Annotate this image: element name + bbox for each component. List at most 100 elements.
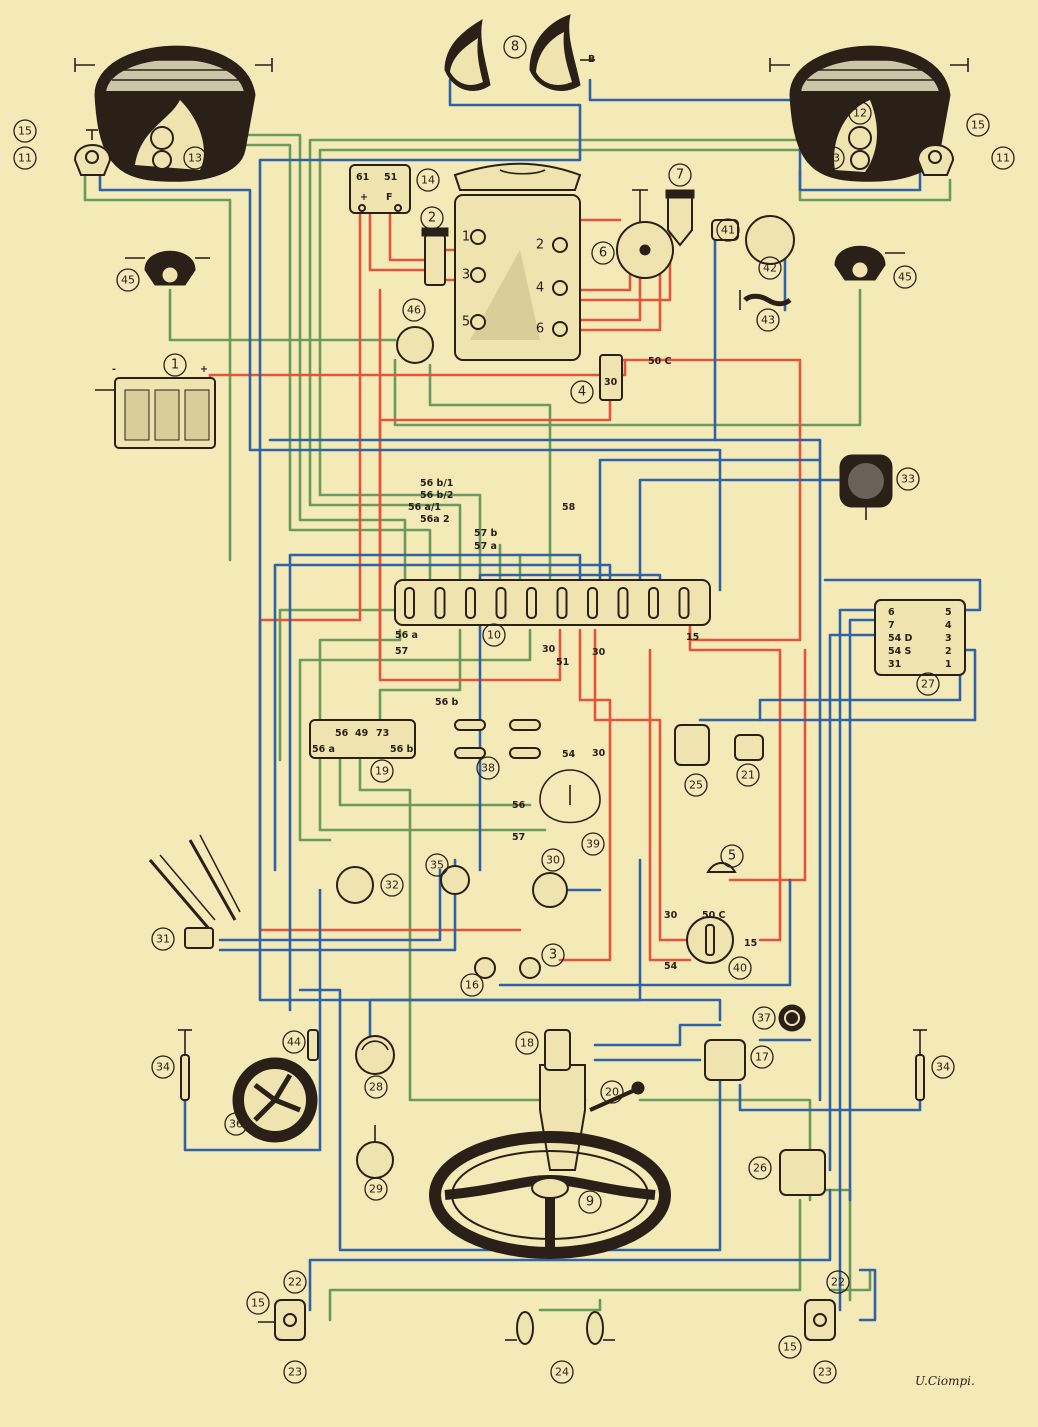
- f-30b-label: 30: [592, 647, 606, 658]
- ignition-coil: [665, 189, 695, 247]
- component-number-5: 5: [720, 844, 744, 868]
- component-number-12: 12: [123, 101, 147, 125]
- component-number-text: 13: [188, 152, 202, 165]
- oil-switch: [474, 957, 496, 979]
- component-number-34: 34: [151, 1055, 175, 1079]
- component-number-13: 13: [821, 146, 845, 170]
- fuse: [648, 587, 659, 619]
- component-number-text: 4: [536, 281, 544, 296]
- left-side-lamp: [73, 129, 112, 176]
- wire-green: [428, 363, 552, 592]
- component-number-text: 10: [487, 629, 501, 642]
- ignition-coil-relay: [421, 227, 449, 286]
- h-57b-label: 57 b: [474, 528, 498, 539]
- wire-blue: [823, 578, 982, 612]
- wire-green: [393, 288, 862, 427]
- t27-54d-label: 54 D: [888, 633, 913, 644]
- component-number-40: 40: [728, 956, 752, 980]
- component-number-text: 12: [128, 107, 142, 120]
- ignition-key-switch: [686, 916, 734, 964]
- component-number-1: 1: [163, 353, 187, 377]
- component-number-text: 42: [763, 262, 777, 275]
- component-number-31: 31: [151, 927, 175, 951]
- wire-green: [318, 628, 547, 832]
- wire-red: [558, 628, 612, 962]
- f-51-label: 51: [556, 657, 569, 668]
- t39-54-label: 54: [562, 749, 576, 760]
- component-number-text: 45: [121, 274, 135, 287]
- component-number-text: 6: [536, 322, 544, 337]
- component-number-text: 32: [385, 879, 399, 892]
- component-number-text: 9: [586, 1195, 594, 1210]
- t27-4-label: 4: [945, 620, 952, 631]
- starter-solenoid: [599, 354, 623, 401]
- component-number-13: 13: [183, 146, 207, 170]
- component-number-text: 2: [536, 238, 544, 253]
- light-switch: [309, 719, 416, 759]
- component-number-text: 14: [421, 174, 435, 187]
- component-number-15: 15: [966, 113, 990, 137]
- distributor: [616, 189, 674, 279]
- t14-f-label: F: [386, 192, 393, 203]
- wire-green: [158, 143, 432, 592]
- wire-green: [328, 1198, 802, 1322]
- wire-blue: [598, 458, 822, 592]
- component-number-18: 18: [515, 1031, 539, 1055]
- component-number-3: 3: [462, 268, 470, 283]
- component-number-text: 11: [996, 152, 1010, 165]
- t19-56-label: 56: [335, 728, 349, 739]
- right-courtesy-switch: [913, 1029, 927, 1101]
- author-signature: U.Ciompi.: [915, 1374, 975, 1388]
- component-number-text: 16: [465, 979, 479, 992]
- component-number-16: 16: [460, 973, 484, 997]
- component-number-4: 4: [536, 281, 544, 296]
- f-30a-label: 30: [542, 644, 556, 655]
- fuse: [495, 587, 507, 619]
- component-number-text: 13: [826, 152, 840, 165]
- component-number-25: 25: [684, 773, 708, 797]
- wire-red: [728, 648, 807, 882]
- dome-light: [356, 1125, 394, 1179]
- left-parking-lamp: [125, 250, 210, 286]
- wire-blue: [758, 663, 962, 722]
- speaker: [839, 454, 893, 520]
- t27-1-label: 1: [945, 659, 952, 670]
- t27-54s-label: 54 S: [888, 646, 912, 657]
- component-number-14: 14: [416, 168, 440, 192]
- component-number-text: 29: [369, 1183, 383, 1196]
- h-56a2-label: 56a 2: [420, 514, 450, 525]
- component-number-text: 22: [288, 1276, 302, 1289]
- component-number-15: 15: [246, 1291, 270, 1315]
- reverse-light-switch: [734, 734, 764, 761]
- component-number-20: 20: [600, 1080, 624, 1104]
- component-number-10: 10: [482, 623, 506, 647]
- license-plate-lamps: [505, 1311, 615, 1345]
- wire-blue: [368, 998, 722, 1042]
- component-number-text: 34: [936, 1061, 950, 1074]
- fuse: [526, 587, 537, 619]
- horns: [444, 14, 595, 91]
- component-number-text: 15: [971, 119, 985, 132]
- battery-plus-label: +: [200, 364, 208, 375]
- component-number-1: 1: [462, 230, 470, 245]
- h-56b1-label: 56 b/1: [420, 478, 453, 489]
- wire-blue: [838, 608, 882, 1312]
- wire-blue: [848, 618, 882, 1202]
- wire-blue: [218, 858, 457, 952]
- right-parking-lamp: [834, 245, 905, 281]
- component-number-text: 46: [407, 304, 421, 317]
- component-number-34: 34: [931, 1055, 955, 1079]
- component-number-35: 35: [425, 853, 449, 877]
- fuse: [434, 587, 446, 619]
- wire-red: [388, 198, 432, 262]
- t14-61-label: 61: [356, 172, 369, 183]
- component-number-39: 39: [581, 832, 605, 856]
- component-number-text: 18: [520, 1037, 534, 1050]
- component-number-3: 3: [541, 943, 565, 967]
- component-number-37: 37: [752, 1006, 776, 1030]
- t27-6-label: 6: [888, 607, 895, 618]
- wire-green: [298, 628, 532, 842]
- component-number-4: 4: [570, 380, 594, 404]
- t4-50c-label: 50 C: [648, 356, 672, 367]
- component-number-text: 38: [481, 762, 495, 775]
